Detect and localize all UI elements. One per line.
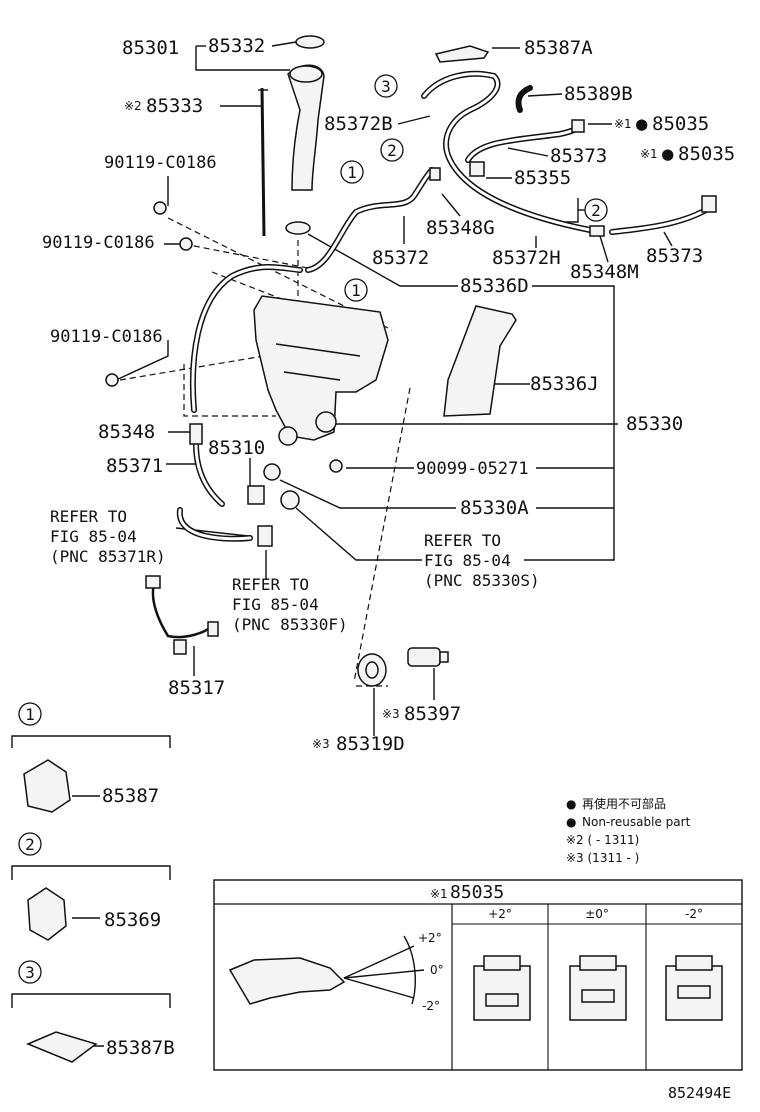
col-zero: ±0° <box>585 907 609 921</box>
label-85310: 85310 <box>208 437 265 459</box>
label-85319D: 85319D <box>336 733 405 755</box>
col-minus2: -2° <box>685 907 703 921</box>
label-85301: 85301 <box>122 37 179 59</box>
mark-x1b: ※1 <box>640 147 658 161</box>
legend-ja: 再使用不可部品 <box>582 796 666 811</box>
dot-85035b: ● <box>662 143 674 165</box>
box-title-85035: 85035 <box>450 882 504 903</box>
label-85387: 85387 <box>102 785 159 807</box>
legend-note2: ※2 ( - 1311) <box>566 833 639 847</box>
label-85333: 85333 <box>146 95 203 117</box>
legend-dot2: ● <box>566 815 576 829</box>
label-85317: 85317 <box>168 677 225 699</box>
angle-minus2: -2° <box>422 999 440 1013</box>
box-mark-x1: ※1 <box>430 887 448 901</box>
refer3-line1: REFER TO <box>424 531 501 550</box>
aim-view-plus2 <box>473 955 531 1021</box>
refer-notes: REFER TO FIG 85-04 (PNC 85371R) REFER TO… <box>50 507 540 634</box>
label-85035a: 85035 <box>652 113 709 135</box>
label-85336D: 85336D <box>460 275 529 297</box>
label-85372B: 85372B <box>324 113 393 135</box>
part-number-labels: 85301 85332 85387A ※2 85333 85389B 85372… <box>42 35 735 1059</box>
refer2-line1: REFER TO <box>232 575 309 594</box>
circled-numbers: 3 2 1 1 2 1 2 3 <box>18 74 608 984</box>
aim-view-zero <box>569 955 627 1021</box>
label-85389B: 85389B <box>564 83 633 105</box>
label-85369: 85369 <box>104 909 161 931</box>
label-85332: 85332 <box>208 35 265 57</box>
legend-note3: ※3 (1311 - ) <box>566 851 639 865</box>
label-85387A: 85387A <box>524 37 593 59</box>
circle-2b: 2 <box>591 201 601 220</box>
circle-1: 1 <box>347 163 357 182</box>
label-85387B: 85387B <box>106 1037 175 1059</box>
label-90119-b: 90119-C0186 <box>42 233 155 253</box>
circle-2: 2 <box>387 141 397 160</box>
refer2-line2: FIG 85-04 <box>232 595 319 614</box>
refer3-line2: FIG 85-04 <box>424 551 511 570</box>
leader-lines <box>11 41 673 1047</box>
label-85348: 85348 <box>98 421 155 443</box>
refer3-line3: (PNC 85330S) <box>424 571 540 590</box>
clip-section-2: 2 <box>25 835 35 854</box>
circle-1b: 1 <box>351 281 361 300</box>
clip-section-1: 1 <box>25 705 35 724</box>
refer1-line1: REFER TO <box>50 507 127 526</box>
label-85336J: 85336J <box>530 373 599 395</box>
circle-3: 3 <box>381 77 391 96</box>
mark-x2: ※2 <box>124 99 142 113</box>
figure-code: 852494E <box>668 1084 731 1102</box>
label-85348G: 85348G <box>426 217 495 239</box>
label-85330A: 85330A <box>460 497 529 519</box>
label-90119-c: 90119-C0186 <box>50 327 163 347</box>
aim-view-minus2 <box>665 955 723 1021</box>
mark-x1a: ※1 <box>614 117 632 131</box>
label-85348M: 85348M <box>570 261 639 283</box>
label-85372H: 85372H <box>492 247 561 269</box>
label-85373a: 85373 <box>550 145 607 167</box>
refer1-line3: (PNC 85371R) <box>50 547 166 566</box>
label-90119-a: 90119-C0186 <box>104 153 217 173</box>
legend: ● 再使用不可部品 ● Non-reusable part ※2 ( - 131… <box>566 796 691 865</box>
label-85330: 85330 <box>626 413 683 435</box>
mark-x3b: ※3 <box>312 737 330 751</box>
part-graphics <box>23 35 717 1063</box>
label-85035b: 85035 <box>678 143 735 165</box>
label-85397: 85397 <box>404 703 461 725</box>
refer2-line3: (PNC 85330F) <box>232 615 348 634</box>
mark-x3a: ※3 <box>382 707 400 721</box>
clip-section-3: 3 <box>25 963 35 982</box>
nozzle-aim-box: ※1 85035 +2° ±0° -2° +2° 0° -2° <box>213 879 743 1071</box>
label-85373b: 85373 <box>646 245 703 267</box>
label-90099: 90099-05271 <box>416 459 529 479</box>
col-plus2: +2° <box>488 907 512 921</box>
bolt-icon <box>153 201 167 215</box>
label-85371: 85371 <box>106 455 163 477</box>
legend-dot1: ● <box>566 797 576 811</box>
label-85372: 85372 <box>372 247 429 269</box>
label-85355: 85355 <box>514 167 571 189</box>
angle-plus2: +2° <box>418 931 442 945</box>
refer1-line2: FIG 85-04 <box>50 527 137 546</box>
legend-en: Non-reusable part <box>582 815 691 829</box>
angle-zero: 0° <box>430 963 444 977</box>
dot-85035a: ● <box>636 113 648 135</box>
